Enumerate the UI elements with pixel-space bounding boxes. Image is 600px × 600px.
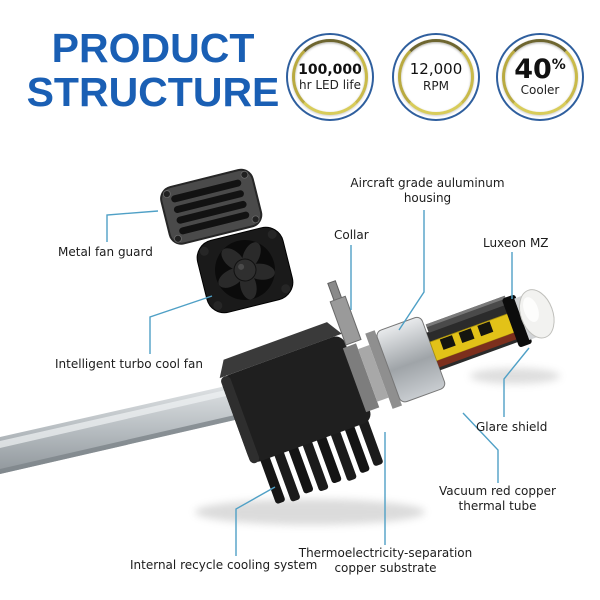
- badge-value-text: 100,000: [298, 61, 362, 78]
- glare-shield-graphic: [502, 289, 555, 347]
- label-metal-fan-guard: Metal fan guard: [58, 245, 153, 259]
- leader-housing: [398, 210, 425, 331]
- label-aluminum-housing: Aircraft grade auluminum housing: [350, 176, 505, 205]
- leader-cooling-system: [235, 486, 276, 556]
- badge-value: 100,000: [298, 62, 362, 78]
- badge-cooler: 40% Cooler: [496, 33, 584, 121]
- badge-label: RPM: [423, 78, 449, 93]
- thermal-tube-graphic: [0, 381, 248, 474]
- label-internal-cooling: Internal recycle cooling system: [130, 558, 318, 572]
- badge-led-life-inner: 100,000 hr LED life: [292, 39, 368, 115]
- label-collar: Collar: [334, 228, 369, 242]
- badge-unit-text: %: [551, 57, 566, 74]
- page-title-line1: PRODUCT: [51, 25, 255, 71]
- label-vacuum-thermal-tube: Vacuum red copper thermal tube: [439, 484, 556, 513]
- led-strip-graphic: [425, 295, 523, 371]
- turbo-fan-graphic: [196, 226, 294, 314]
- leader-thermal-tube: [462, 412, 499, 483]
- badge-value-text: 40: [514, 54, 552, 86]
- badge-value: 12,000: [410, 61, 463, 78]
- heatsink-fins-graphic: [259, 417, 383, 504]
- badge-cooler-inner: 40% Cooler: [502, 39, 578, 115]
- badge-led-life: 100,000 hr LED life: [286, 33, 374, 121]
- badge-label: Cooler: [520, 83, 560, 98]
- page-title-line2: STRUCTURE: [26, 69, 280, 116]
- collar-graphic: [327, 280, 403, 413]
- badge-value: 40%: [514, 56, 566, 83]
- label-intelligent-turbo-cool-fan: Intelligent turbo cool fan: [55, 357, 203, 371]
- bulb-assembly-graphic: [219, 280, 555, 504]
- shadows: [195, 368, 560, 525]
- leader-lines: [106, 210, 530, 556]
- bulb-body-graphic: [219, 322, 371, 464]
- label-luxeon-mz: Luxeon MZ: [483, 236, 549, 250]
- leader-glare-shield: [503, 347, 530, 417]
- badge-rpm-inner: 12,000 RPM: [398, 39, 474, 115]
- label-copper-substrate: Thermoelectricity-separation copper subs…: [298, 546, 473, 575]
- metal-fan-guard-graphic: [160, 168, 263, 245]
- leader-turbo-fan: [149, 295, 213, 354]
- badge-rpm: 12,000 RPM: [392, 33, 480, 121]
- badge-value-text: 12,000: [409, 60, 463, 79]
- leader-metal-fan-guard: [106, 210, 159, 242]
- label-glare-shield: Glare shield: [476, 420, 548, 434]
- badge-label: hr LED life: [299, 77, 361, 92]
- page-title: PRODUCT STRUCTURE: [20, 26, 286, 115]
